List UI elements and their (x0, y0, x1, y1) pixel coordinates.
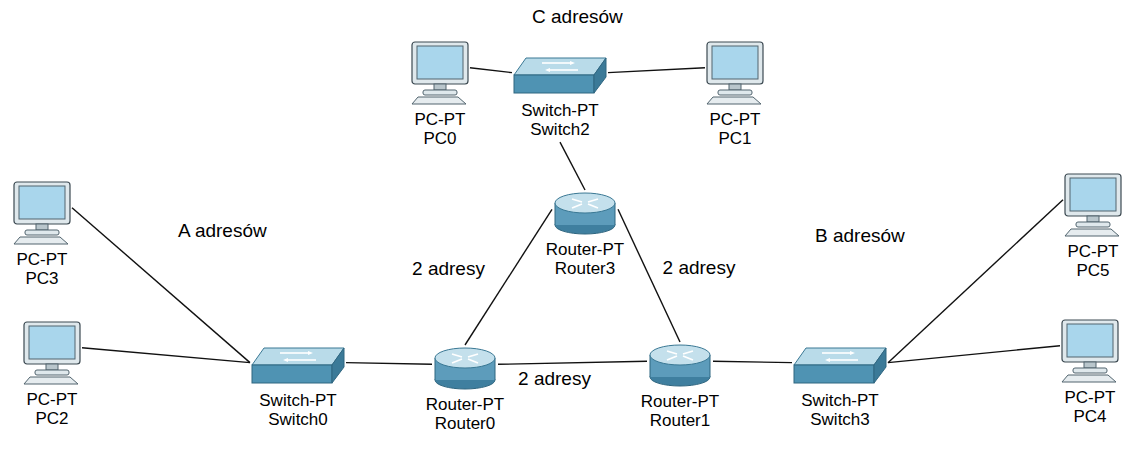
router-device-icon (647, 342, 713, 388)
pc-device: PC-PT PC2 (17, 320, 87, 428)
pc-device-icon (12, 180, 72, 246)
segment-size-label: A adresów (178, 220, 267, 242)
pc-device-icon (1063, 172, 1123, 238)
device-label: PC-PT PC0 (405, 110, 475, 148)
device-label: PC-PT PC1 (700, 110, 770, 148)
switch-device: Switch-PT Switch0 (248, 345, 348, 429)
device-label: PC-PT PC5 (1058, 242, 1128, 280)
segment-size-label: C adresów (532, 6, 623, 28)
pc-device: PC-PT PC0 (405, 40, 475, 148)
switch-device-icon (250, 345, 346, 387)
pc-device-icon (22, 320, 82, 386)
network-link (82, 348, 250, 363)
network-link (498, 361, 647, 364)
pc-device: PC-PT PC1 (700, 40, 770, 148)
pc-device-icon (1060, 318, 1120, 384)
network-link (713, 361, 792, 362)
network-link (888, 346, 1060, 363)
switch-device: Switch-PT Switch3 (790, 345, 890, 429)
device-label: Switch-PT Switch3 (790, 391, 890, 429)
pc-device: PC-PT PC3 (7, 180, 77, 288)
network-link (346, 363, 432, 365)
pc-device: PC-PT PC4 (1055, 318, 1125, 426)
link-label: 2 adresy (516, 368, 593, 390)
segment-size-label: B adresów (815, 225, 905, 247)
switch-device-icon (792, 345, 888, 387)
router-device: Router-PT Router3 (535, 190, 635, 278)
router-device-icon (552, 190, 618, 236)
switch-device-icon (512, 55, 608, 97)
pc-device-icon (705, 40, 765, 106)
device-label: Router-PT Router3 (535, 240, 635, 278)
pc-device-icon (410, 40, 470, 106)
network-link (470, 68, 512, 73)
network-link (608, 68, 705, 73)
switch-device: Switch-PT Switch2 (510, 55, 610, 139)
pc-device: PC-PT PC5 (1058, 172, 1128, 280)
device-label: Router-PT Router0 (415, 395, 515, 433)
network-link (888, 200, 1063, 363)
device-label: Router-PT Router1 (630, 392, 730, 430)
router-device: Router-PT Router1 (630, 342, 730, 430)
link-label: 2 adresy (661, 257, 738, 279)
network-link (560, 142, 585, 190)
link-label: 2 adresy (410, 258, 487, 280)
router-device: Router-PT Router0 (415, 345, 515, 433)
device-label: PC-PT PC3 (7, 250, 77, 288)
router-device-icon (432, 345, 498, 391)
device-label: Switch-PT Switch2 (510, 101, 610, 139)
device-label: PC-PT PC2 (17, 390, 87, 428)
device-label: Switch-PT Switch0 (248, 391, 348, 429)
device-label: PC-PT PC4 (1055, 388, 1125, 426)
